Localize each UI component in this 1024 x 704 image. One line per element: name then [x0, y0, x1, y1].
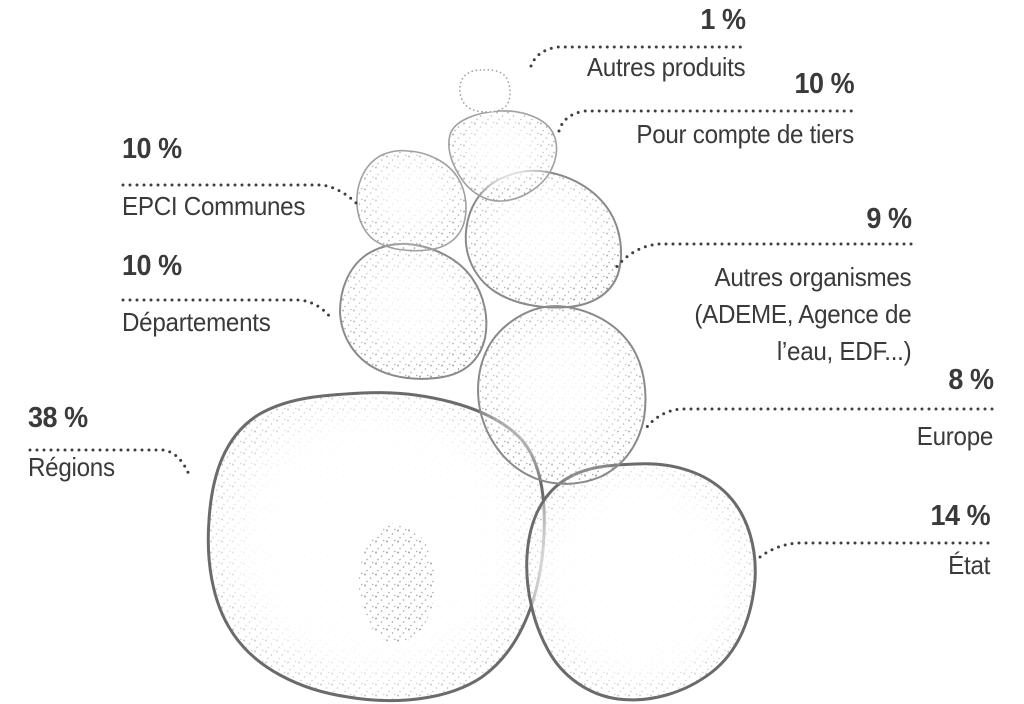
pct-regions: 38 %: [28, 402, 88, 434]
label-departements: Départements: [122, 307, 271, 337]
label-autres-organismes-line1: Autres organismes: [714, 262, 911, 292]
pct-pour-compte-de-tiers: 10 %: [794, 68, 854, 100]
bubble-epci-communes: [356, 149, 467, 252]
bubble-departements: [339, 242, 488, 380]
pct-europe: 8 %: [947, 364, 994, 396]
leader-line-pour-compte-de-tiers: [557, 109, 856, 133]
pct-autres-produits: 1 %: [699, 4, 746, 36]
label-autres-produits: Autres produits: [586, 52, 746, 82]
label-pour-compte-de-tiers: Pour compte de tiers: [636, 119, 854, 149]
leader-line-etat: [758, 541, 990, 559]
label-autres-organismes-line3: l’eau, EDF...): [776, 336, 911, 366]
label-europe: Europe: [916, 421, 994, 451]
label-autres-organismes: Autres organismes (ADEME, Agence de l’ea…: [694, 259, 911, 370]
leader-line-regions: [28, 448, 192, 479]
bubble-etat: [525, 462, 757, 702]
leader-line-autres-produits: [529, 45, 746, 68]
label-etat: État: [948, 550, 990, 580]
pct-etat: 14 %: [930, 500, 990, 532]
label-regions: Régions: [28, 452, 115, 482]
bubble-europe: [477, 304, 647, 485]
label-autres-organismes-line2: (ADEME, Agence de: [693, 299, 911, 329]
bubble-autres-produits: [459, 69, 511, 113]
leader-line-epci-communes: [121, 183, 359, 206]
bubble-autres-organismes: [464, 169, 623, 309]
label-epci-communes: EPCI Communes: [122, 191, 306, 221]
leader-line-departements: [121, 298, 333, 320]
bubble-pour-compte-de-tiers: [448, 110, 558, 202]
pct-autres-organismes: 9 %: [865, 203, 912, 235]
pct-epci-communes: 10 %: [122, 133, 182, 165]
pct-departements: 10 %: [122, 250, 182, 282]
leader-line-autres-organismes: [612, 242, 913, 272]
leader-line-europe: [642, 407, 994, 433]
